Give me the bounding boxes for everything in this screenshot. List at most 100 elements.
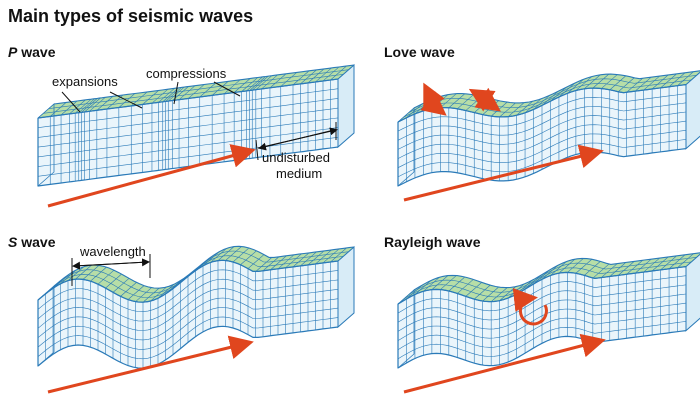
panel-title-p-letter: P [8, 44, 18, 60]
top-col [199, 82, 216, 98]
top-col [440, 275, 457, 290]
top-row [37, 78, 339, 119]
label-expansions: expansions [52, 74, 118, 89]
top-col [217, 246, 235, 261]
top-col [223, 79, 241, 95]
top-col [269, 73, 287, 89]
top-col [575, 259, 593, 274]
top-col [541, 91, 559, 106]
front-face [38, 79, 338, 186]
top-col [158, 88, 175, 103]
grid-row [37, 146, 339, 187]
top-col [135, 287, 152, 302]
top-col [292, 70, 310, 86]
top-col [247, 254, 265, 269]
top-col [69, 99, 86, 115]
top-col [558, 82, 576, 98]
top-col [232, 247, 250, 263]
panel-title-p-wave: P wave [8, 44, 55, 60]
top-col [300, 69, 317, 85]
top-col [490, 287, 508, 302]
top-col [448, 276, 466, 292]
rayleigh-wave-block [397, 252, 700, 369]
S-wave-arrow [47, 335, 254, 394]
love-motion-arrow-right [474, 87, 501, 112]
top-col [431, 275, 449, 290]
top-col [90, 266, 107, 282]
top-col [255, 257, 272, 272]
top-col [105, 273, 122, 289]
top-col [423, 277, 440, 292]
page-title: Main types of seismic waves [8, 6, 254, 26]
top-col [261, 74, 278, 90]
top-col [550, 86, 567, 102]
top-col [474, 284, 491, 300]
p-wave-arrow [47, 144, 256, 208]
top-col [307, 250, 325, 266]
compressions-leader-2 [213, 81, 241, 97]
top-col [67, 266, 85, 281]
end-face [685, 71, 700, 150]
top-row [397, 266, 687, 305]
end-face [337, 63, 355, 149]
left-edge [37, 103, 55, 187]
love-wave-arrow [403, 144, 604, 202]
top-col [202, 251, 220, 267]
top-col [524, 274, 542, 290]
top-col [322, 248, 340, 264]
top-col [240, 250, 257, 266]
top-col [195, 256, 212, 271]
top-col [187, 262, 205, 277]
top-col [685, 253, 700, 267]
top-row [413, 70, 700, 109]
top-col [249, 76, 266, 91]
compressions-leader-1 [173, 81, 179, 105]
top-col [188, 84, 205, 99]
top-col [541, 265, 559, 280]
panel-title-s-letter: S [8, 234, 18, 250]
top-col [575, 76, 593, 91]
top-col [82, 265, 100, 280]
top-col [626, 260, 643, 275]
grid-row [397, 330, 687, 369]
top-col [157, 284, 175, 299]
top-col [651, 74, 669, 90]
top-col [660, 255, 677, 271]
top-col [84, 97, 101, 113]
top-col [89, 97, 106, 112]
top-col [643, 257, 660, 273]
top-col [252, 75, 269, 91]
top-col [330, 65, 347, 81]
top-col [262, 256, 280, 271]
left-edge [397, 107, 415, 187]
wavelength-span-back [72, 261, 149, 270]
top-col [211, 81, 229, 96]
top-col [210, 248, 227, 263]
top-col [300, 251, 317, 267]
top-col [75, 264, 92, 280]
top-col [414, 280, 432, 295]
top-col [618, 77, 635, 92]
top-col [50, 102, 67, 117]
top-col [60, 100, 78, 116]
top-col [322, 66, 340, 82]
panel-title-s-rest: wave [17, 234, 56, 250]
top-col [465, 282, 482, 297]
top-col [180, 268, 197, 283]
top-col [668, 72, 686, 87]
top-col [677, 253, 694, 268]
top-col [558, 258, 576, 274]
top-col [609, 75, 626, 91]
top-col [668, 254, 686, 269]
top-col [315, 67, 332, 83]
top-col [448, 93, 466, 109]
top-col [165, 279, 182, 295]
top-col [567, 79, 584, 94]
top-col [315, 249, 332, 265]
top-col [584, 74, 601, 90]
top-col [307, 68, 325, 84]
top-col [550, 261, 567, 276]
left-edge [397, 289, 415, 369]
top-col [142, 287, 160, 303]
